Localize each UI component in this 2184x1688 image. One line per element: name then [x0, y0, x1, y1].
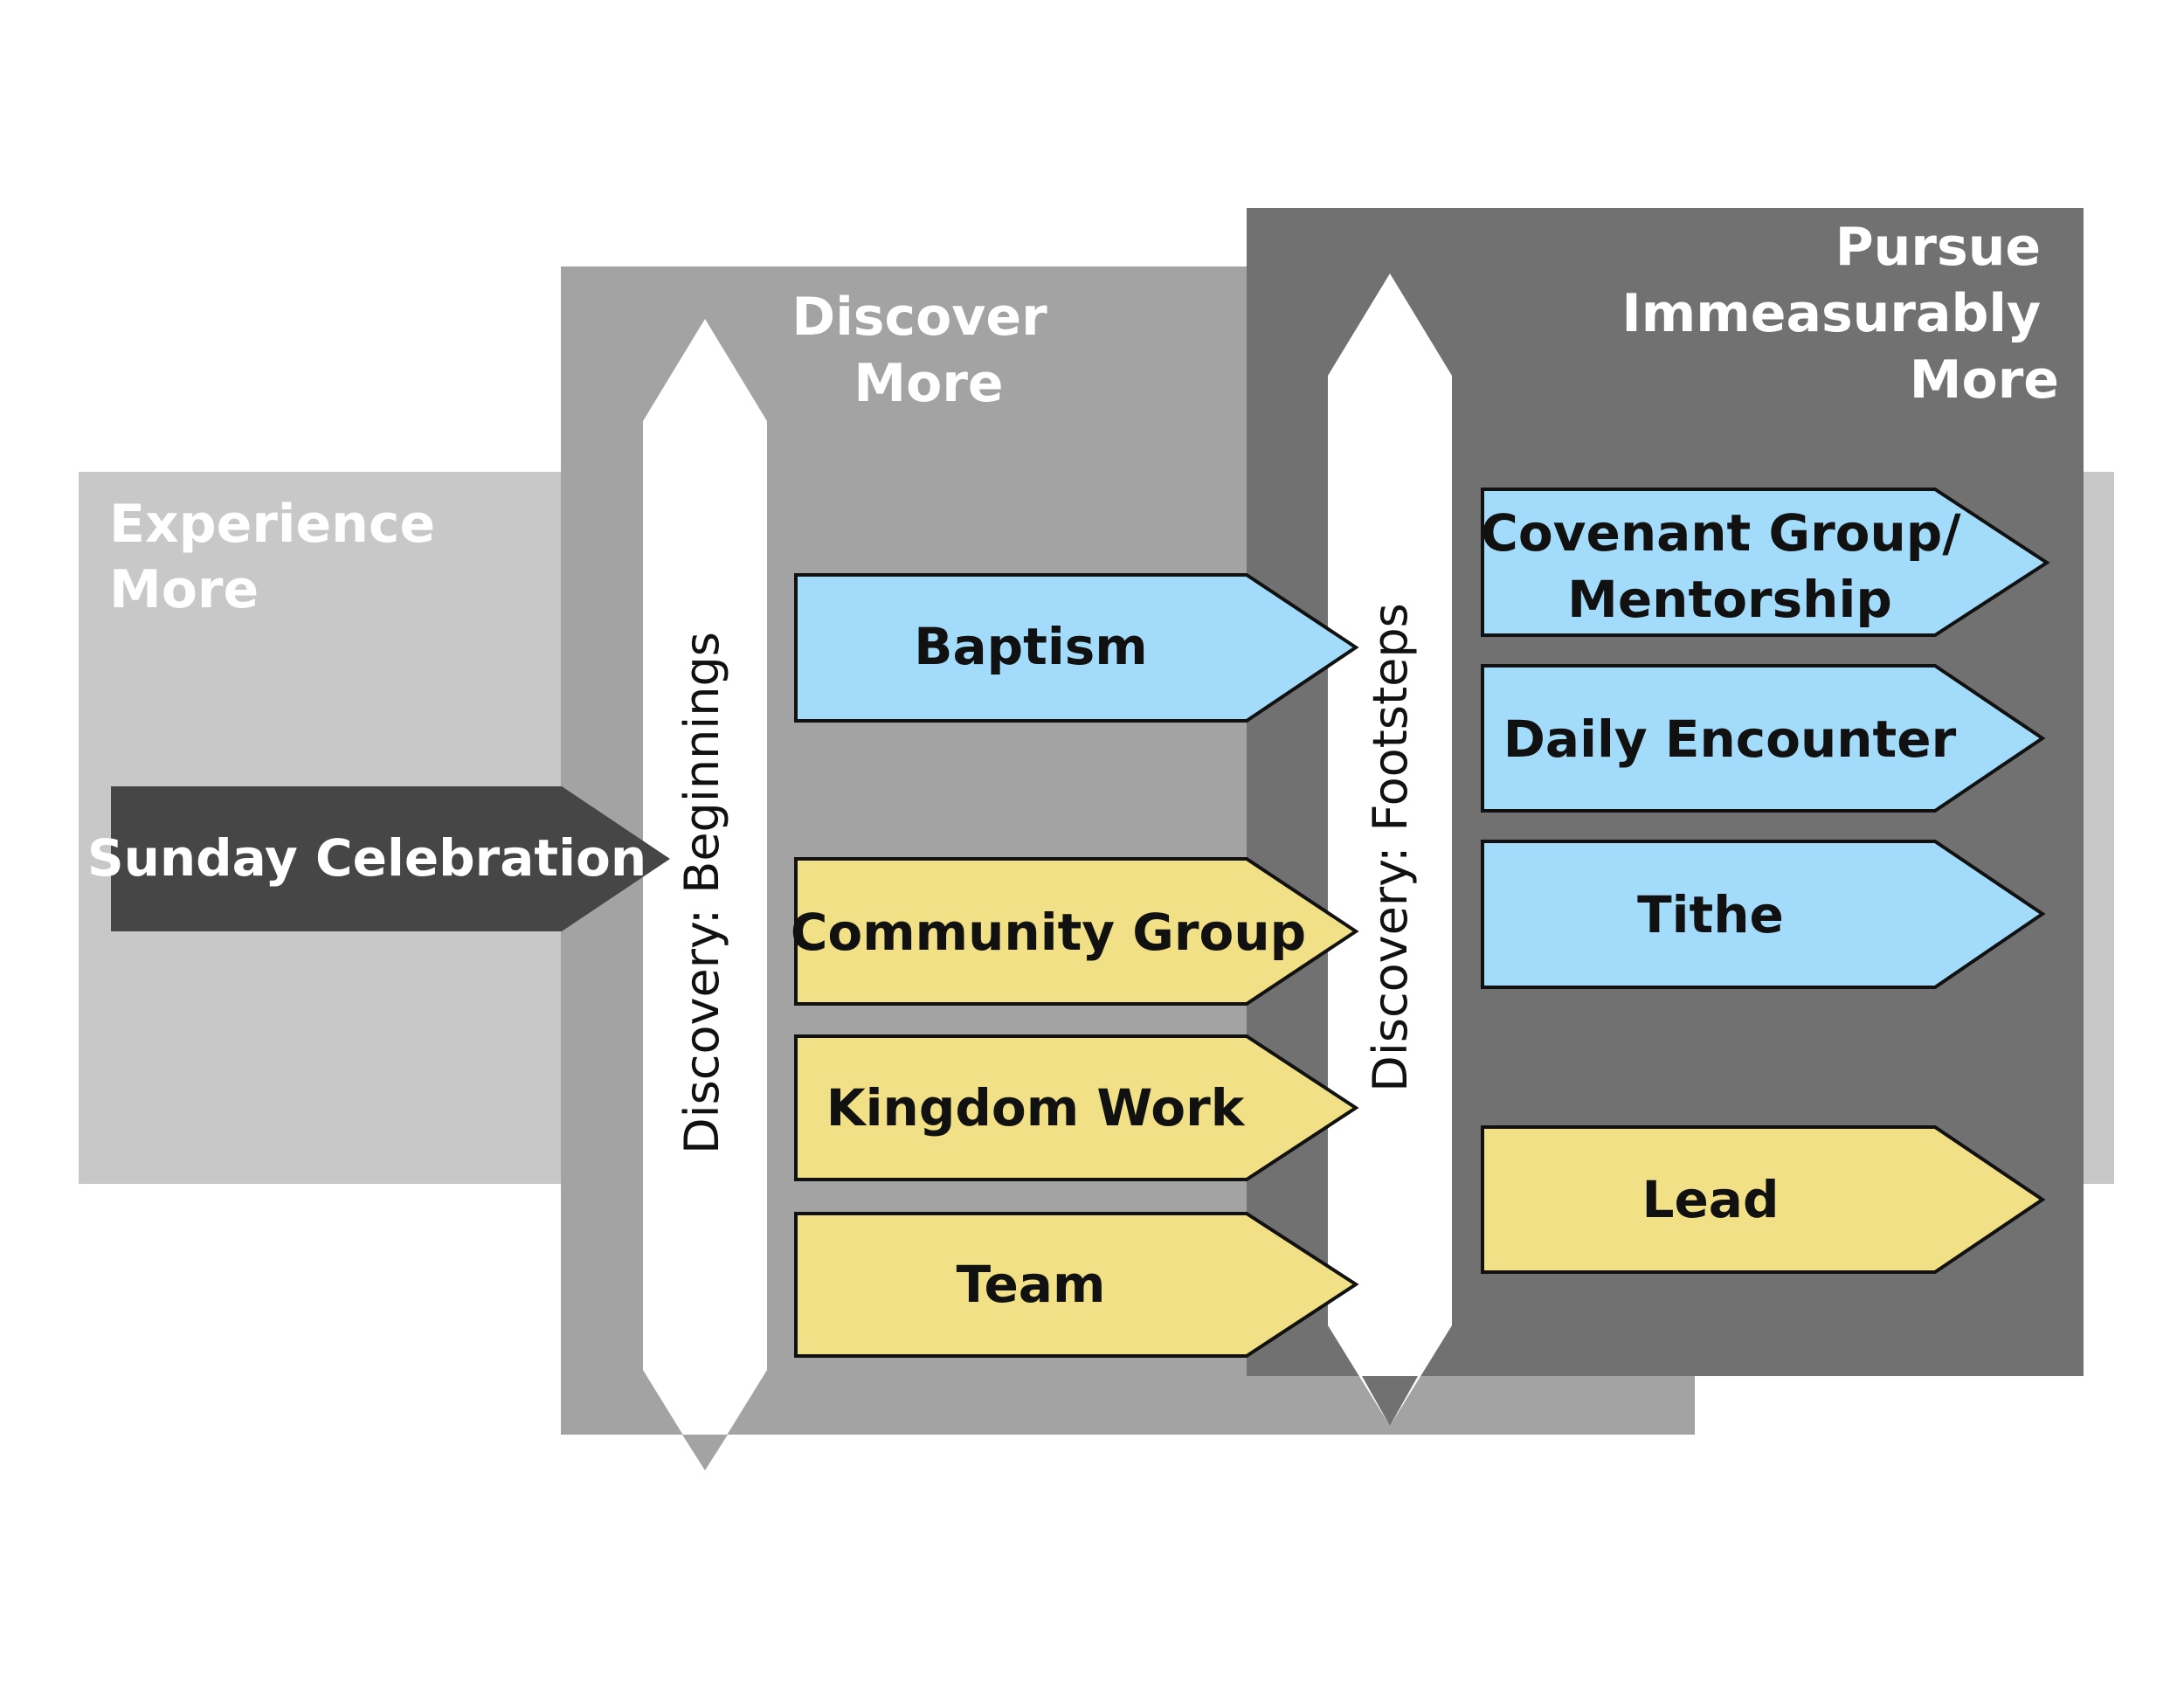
covenant-group-arrow-shape	[1481, 488, 2050, 637]
step-sunday-celebration: Sunday Celebration	[87, 786, 670, 931]
sunday-label: Sunday Celebration	[87, 828, 646, 888]
step-team: Team	[794, 1212, 1359, 1358]
baptism-arrow-shape	[794, 573, 1359, 723]
community-group-label: Community Group	[791, 903, 1306, 962]
team-label: Team	[957, 1255, 1106, 1314]
kingdom-work-label: Kingdom Work	[826, 1078, 1246, 1138]
footsteps-bar: Discovery: Footsteps	[1328, 273, 1452, 1426]
step-tithe: Tithe	[1481, 840, 2046, 989]
footsteps-bar-tip-shade	[1362, 1376, 1418, 1426]
covenant-group-label-line2: Mentorship	[1567, 570, 1892, 629]
footsteps-bar-label: Discovery: Footsteps	[1363, 603, 1418, 1092]
sunday-arrow-shape	[111, 786, 670, 931]
pursue-title-line3: More	[1910, 349, 2059, 411]
tithe-arrow-shape	[1481, 840, 2046, 989]
discover-title-line2: More	[854, 353, 1003, 414]
covenant-group-label: Covenant Group/ Mentorship	[1481, 503, 1978, 629]
discover-title: Discover More	[791, 287, 1065, 414]
step-daily-encounter: Daily Encounter	[1481, 664, 2046, 813]
beginnings-bar-tip-shade	[682, 1435, 728, 1470]
beginnings-bar-shape	[643, 319, 767, 1470]
step-community-group: Community Group	[791, 857, 1359, 1006]
experience-title-line2: More	[109, 559, 259, 620]
kingdom-work-arrow-shape	[794, 1034, 1359, 1181]
tithe-label: Tithe	[1637, 885, 1784, 944]
step-baptism: Baptism	[794, 573, 1359, 723]
lead-arrow-shape	[1481, 1125, 2046, 1274]
experience-title-line1: Experience	[109, 494, 435, 555]
team-arrow-shape	[794, 1212, 1359, 1358]
footsteps-bar-shape	[1328, 273, 1452, 1426]
pursue-title-line1: Pursue	[1835, 217, 2041, 278]
pursue-title: Pursue Immeasurably More	[1621, 217, 2059, 411]
daily-encounter-label: Daily Encounter	[1503, 709, 1957, 769]
step-covenant-group: Covenant Group/ Mentorship	[1481, 488, 2050, 637]
step-kingdom-work: Kingdom Work	[794, 1034, 1359, 1181]
daily-encounter-arrow-shape	[1481, 664, 2046, 813]
beginnings-bar-label: Discovery: Beginnings	[674, 632, 729, 1154]
covenant-group-label-line1: Covenant Group/	[1481, 503, 1961, 563]
step-lead: Lead	[1481, 1125, 2046, 1274]
beginnings-bar: Discovery: Beginnings	[643, 319, 767, 1470]
discover-title-line1: Discover	[791, 287, 1047, 348]
lead-label: Lead	[1642, 1170, 1780, 1229]
experience-title: Experience More	[109, 494, 453, 620]
pursue-title-line2: Immeasurably	[1621, 283, 2041, 344]
baptism-label: Baptism	[914, 617, 1147, 676]
community-group-arrow-shape	[794, 857, 1359, 1006]
